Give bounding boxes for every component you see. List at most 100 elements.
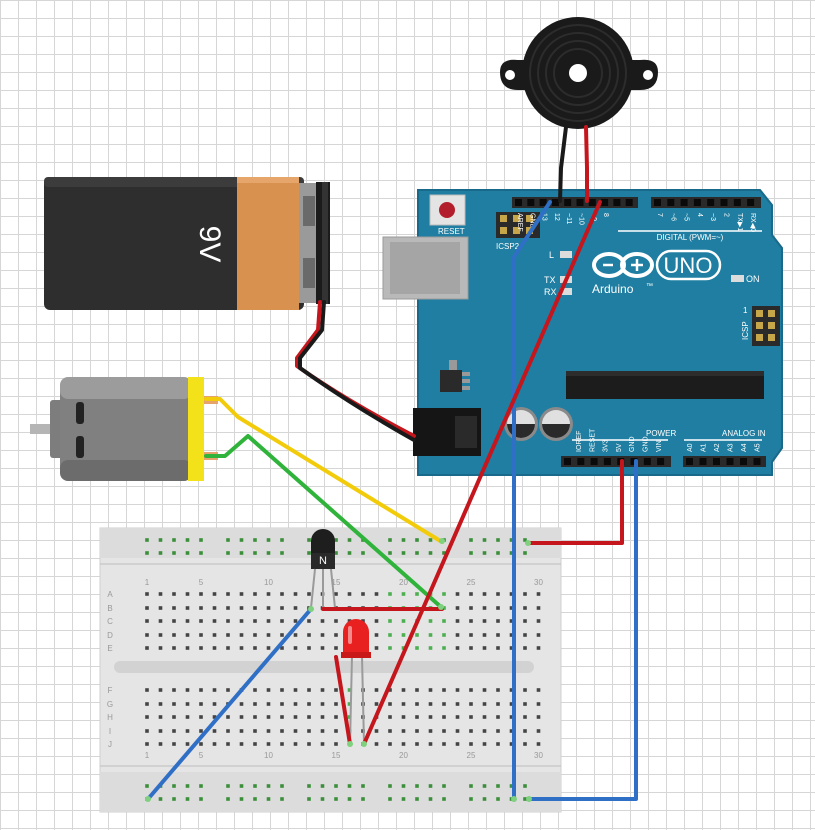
breadboard-hole — [374, 633, 379, 637]
breadboard-hole — [455, 688, 460, 692]
breadboard-hole — [226, 729, 230, 733]
breadboard-hole — [293, 729, 298, 733]
breadboard-hole — [212, 606, 217, 610]
breadboard-hole — [469, 715, 473, 719]
rail-hole — [158, 538, 163, 542]
breadboard-hole — [212, 592, 217, 596]
breadboard-hole — [226, 715, 230, 719]
rail-hole — [496, 797, 500, 801]
wire-gnd-blue-long — [512, 200, 552, 801]
breadboard-hole — [388, 688, 392, 692]
digital-pin-label: ~3 — [709, 213, 716, 221]
rail-hole — [185, 551, 190, 555]
icsp-pin — [513, 227, 520, 234]
breadboard-hole — [428, 729, 433, 733]
breadboard-hole — [428, 619, 433, 623]
breadboard-hole — [280, 619, 284, 623]
breadboard-hole — [442, 702, 446, 706]
rail-hole — [226, 797, 230, 801]
breadboard-hole — [334, 702, 338, 706]
breadboard-hole — [266, 729, 271, 733]
breadboard-hole — [199, 729, 203, 733]
breadboard-hole — [239, 619, 244, 623]
rail-hole — [307, 551, 311, 555]
breadboard-hole — [185, 633, 190, 637]
breadboard-hole — [523, 742, 527, 746]
rail-hole — [347, 784, 352, 788]
breadboard-hole — [509, 688, 514, 692]
breadboard-hole — [374, 742, 379, 746]
rail-hole — [482, 797, 487, 801]
breadboard-hole — [428, 646, 433, 650]
breadboard-hole — [199, 715, 203, 719]
digital-pin-label: GND — [528, 213, 535, 229]
breadboard-hole — [280, 702, 284, 706]
breadboard-hole — [239, 702, 244, 706]
breadboard-hole — [496, 702, 500, 706]
breadboard-hole — [293, 688, 298, 692]
breadboard-hole — [280, 688, 284, 692]
header-pin — [590, 458, 598, 465]
rail-hole — [145, 538, 149, 542]
header-pin — [720, 199, 728, 206]
rail-hole — [469, 797, 473, 801]
rail-hole — [482, 784, 487, 788]
battery-label: 9V — [193, 226, 226, 263]
breadboard-hole — [455, 729, 460, 733]
rail-hole — [523, 551, 527, 555]
breadboard-hole — [442, 715, 446, 719]
icsp-pin-one: 1 — [743, 306, 748, 315]
reset-label: RESET — [438, 227, 465, 236]
header-pin — [693, 199, 701, 206]
breadboard-hole — [266, 688, 271, 692]
breadboard-hole — [266, 606, 271, 610]
rail-hole — [239, 538, 244, 542]
breadboard-hole — [185, 606, 190, 610]
breadboard-hole — [307, 702, 311, 706]
rail-hole — [253, 784, 257, 788]
breadboard-hole — [509, 619, 514, 623]
breadboard-hole — [496, 688, 500, 692]
rail-hole — [347, 538, 352, 542]
rail-hole — [388, 538, 392, 542]
header-pin — [667, 199, 675, 206]
breadboard-hole — [536, 633, 541, 637]
arduino-uno: RESET ICSP2 L TX RX UNO Arduino ™ ON — [382, 189, 783, 476]
breadboard-hole — [253, 688, 257, 692]
icsp-label: ICSP — [741, 321, 750, 340]
digital-pin-label: RX◀0 — [749, 213, 756, 232]
breadboard-hole — [442, 729, 446, 733]
breadboard-hole — [482, 606, 487, 610]
rail-hole — [469, 538, 473, 542]
row-letter: H — [107, 713, 113, 722]
breadboard-hole — [523, 688, 527, 692]
piezo-buzzer — [500, 17, 658, 129]
breadboard-hole — [415, 729, 419, 733]
analog-pin-label: A5 — [755, 443, 762, 452]
breadboard-hole — [469, 742, 473, 746]
breadboard-hole — [334, 646, 338, 650]
breadboard-hole — [347, 702, 352, 706]
wire-buzzer-red — [584, 125, 589, 203]
rail-hole — [496, 784, 500, 788]
header-pin — [601, 199, 609, 206]
rail-hole — [347, 551, 352, 555]
breadboard-hole — [320, 729, 325, 733]
breadboard-hole — [280, 633, 284, 637]
breadboard-hole — [172, 619, 176, 623]
rail-hole — [401, 551, 406, 555]
wire-endpoints — [145, 538, 532, 802]
breadboard-hole — [293, 633, 298, 637]
breadboard-hole — [415, 715, 419, 719]
breadboard-hole — [374, 592, 379, 596]
breadboard-hole — [496, 729, 500, 733]
rail-hole — [509, 538, 514, 542]
breadboard-hole — [401, 592, 406, 596]
breadboard-hole — [428, 633, 433, 637]
digital-pin-label: TX▶1 — [736, 213, 743, 231]
npn-transistor: N — [310, 529, 336, 609]
digital-pin-label: AREF — [516, 213, 523, 232]
breadboard-hole — [172, 729, 176, 733]
rail-hole — [320, 784, 325, 788]
breadboard-hole — [536, 702, 541, 706]
